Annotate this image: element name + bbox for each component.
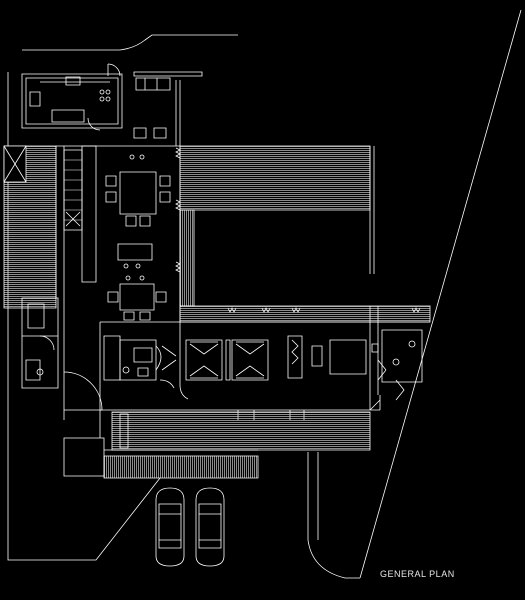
car-right bbox=[196, 488, 224, 566]
main-house bbox=[56, 146, 180, 410]
site-boundary bbox=[8, 10, 521, 578]
entrance bbox=[64, 372, 102, 420]
south-pool bbox=[100, 395, 380, 450]
kitchen-block bbox=[22, 64, 202, 146]
west-deck bbox=[4, 146, 56, 308]
north-deck bbox=[180, 146, 374, 306]
garage-entry bbox=[64, 438, 258, 478]
bedroom-wing bbox=[100, 306, 430, 420]
west-rooms bbox=[22, 298, 58, 388]
car-left bbox=[156, 488, 184, 566]
plan-title: GENERAL PLAN bbox=[380, 569, 455, 579]
bedroom-deck bbox=[180, 306, 430, 322]
